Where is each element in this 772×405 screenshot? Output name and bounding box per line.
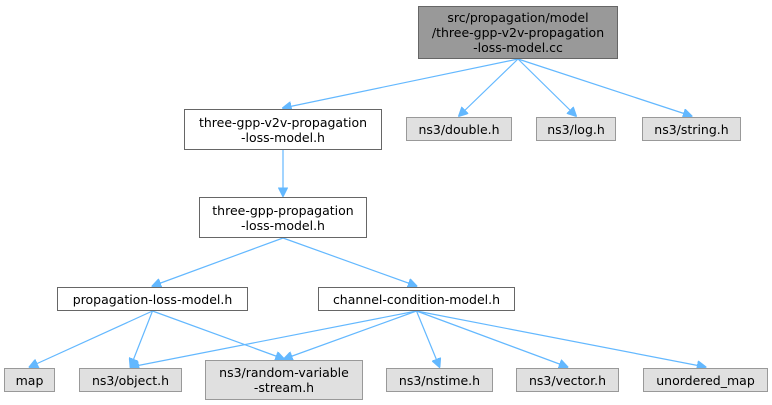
node-label: map <box>16 373 44 388</box>
node-label-line: ns3/object.h <box>91 372 169 388</box>
node-label: three-gpp-v2v-propagation-loss-model.h <box>199 115 367 145</box>
node-label-line: ns3/vector.h <box>529 372 606 388</box>
node-label: three-gpp-propagation-loss-model.h <box>212 203 353 233</box>
edge-plm_h-to-map <box>30 310 153 367</box>
node-label: ns3/object.h <box>92 373 169 388</box>
edge-tgpp_h-to-ccm_h <box>282 237 417 286</box>
node-label-line: -loss-model.h <box>241 129 325 145</box>
node-label: ns3/vector.h <box>529 373 606 388</box>
node-v2v-h[interactable]: three-gpp-v2v-propagation-loss-model.h <box>184 109 382 150</box>
node-vector-h[interactable]: ns3/vector.h <box>516 368 619 392</box>
node-tgpp-h[interactable]: three-gpp-propagation-loss-model.h <box>199 197 367 238</box>
node-label: channel-condition-model.h <box>333 292 500 307</box>
edge-root-to-string_h <box>517 58 692 116</box>
edge-ccm_h-to-nstime_h <box>415 310 440 367</box>
node-label-line: map <box>15 372 44 388</box>
node-string-h[interactable]: ns3/string.h <box>642 117 741 141</box>
node-label-line: ns3/log.h <box>547 121 605 137</box>
node-label-line: -loss-model.h <box>241 217 325 233</box>
node-label-line: -loss-model.cc <box>473 40 563 55</box>
edge-ccm_h-to-umap <box>416 310 706 367</box>
edge-tgpp_h-to-plm_h <box>153 237 284 286</box>
edge-ccm_h-to-vector_h <box>416 310 568 367</box>
node-label-line: -stream.h <box>253 380 315 395</box>
node-label: propagation-loss-model.h <box>73 292 233 307</box>
node-label: unordered_map <box>656 373 755 388</box>
node-label-line: propagation-loss-model.h <box>72 291 233 307</box>
edge-plm_h-to-object_h <box>131 310 154 367</box>
node-umap[interactable]: unordered_map <box>643 368 768 392</box>
node-label-line: unordered_map <box>656 372 755 388</box>
node-label-line: src/propagation/model <box>447 10 589 25</box>
node-label-line: /three-gpp-v2v-propagation <box>431 25 605 40</box>
node-object-h[interactable]: ns3/object.h <box>79 368 182 392</box>
node-label: ns3/double.h <box>418 122 499 137</box>
edge-ccm_h-to-object_h <box>131 310 417 367</box>
node-ccm-h[interactable]: channel-condition-model.h <box>318 287 515 311</box>
node-label: ns3/nstime.h <box>399 373 480 388</box>
edge-ccm_h-to-rvs_h <box>284 310 417 359</box>
node-plm-h[interactable]: propagation-loss-model.h <box>57 287 248 311</box>
node-label-line: ns3/random-variable <box>219 365 349 380</box>
node-log-h[interactable]: ns3/log.h <box>536 117 616 141</box>
node-label-line: ns3/string.h <box>654 121 729 137</box>
node-map[interactable]: map <box>4 368 55 392</box>
edge-plm_h-to-rvs_h <box>152 310 285 359</box>
node-label-line: ns3/double.h <box>418 121 500 137</box>
node-label: ns3/log.h <box>547 122 605 137</box>
node-label: src/propagation/model/three-gpp-v2v-prop… <box>432 10 604 55</box>
node-root[interactable]: src/propagation/model/three-gpp-v2v-prop… <box>418 6 618 59</box>
node-label-line: three-gpp-v2v-propagation <box>198 114 368 130</box>
edge-root-to-double_h <box>459 58 519 116</box>
node-label: ns3/random-variable-stream.h <box>219 365 349 395</box>
node-label-line: three-gpp-propagation <box>212 202 354 218</box>
node-label-line: channel-condition-model.h <box>332 291 501 307</box>
node-rvs-h[interactable]: ns3/random-variable-stream.h <box>205 360 363 400</box>
edge-root-to-log_h <box>517 58 576 116</box>
node-label-line: ns3/nstime.h <box>398 372 481 388</box>
node-nstime-h[interactable]: ns3/nstime.h <box>386 368 493 392</box>
edge-root-to-v2v_h <box>283 58 519 108</box>
node-label: ns3/string.h <box>654 122 728 137</box>
node-double-h[interactable]: ns3/double.h <box>406 117 512 141</box>
